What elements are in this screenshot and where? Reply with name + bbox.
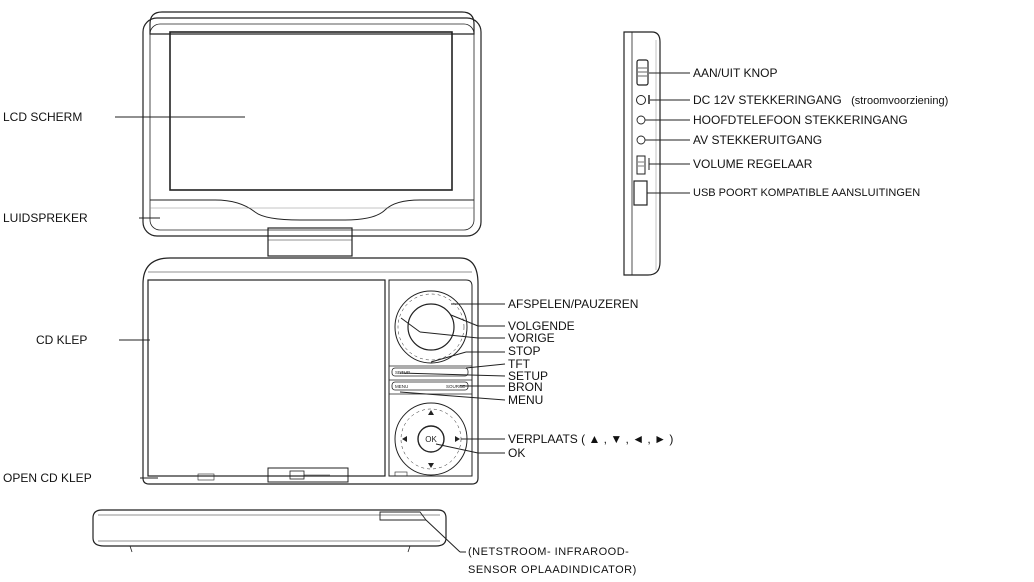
label-dc-input: DC 12V STEKKERINGANG (stroomvoorziening): [693, 94, 948, 108]
label-indicator-line1: (NETSTROOM- INFRAROOD-: [468, 546, 630, 558]
label-tft: TFT: [508, 357, 530, 371]
lcd-screen-panel: [169, 31, 453, 191]
front-view: [92, 509, 447, 553]
ok-button-text: OK: [425, 435, 437, 444]
label-av-output: AV STEKKERUITGANG: [693, 133, 823, 147]
label-open-cd-cover: OPEN CD KLEP: [3, 471, 92, 485]
cd-cover-panel: [147, 279, 386, 477]
leader-lines: [115, 72, 690, 553]
label-navigate: VERPLAATS ( ▲ , ▼ , ◄ , ► ): [508, 432, 674, 446]
label-setup: SETUP: [508, 369, 549, 383]
label-dc-input-note: (stroomvoorziening): [851, 95, 949, 107]
label-source: BRON: [508, 380, 543, 394]
label-next: VOLGENDE: [508, 319, 575, 333]
label-power-switch: AAN/UIT KNOP: [693, 66, 778, 80]
label-play-pause: AFSPELEN/PAUZEREN: [508, 297, 639, 311]
label-volume-control: VOLUME REGELAAR: [693, 157, 813, 171]
label-headphone-jack: HOOFDTELEFOON STEKKERINGANG: [693, 113, 908, 127]
label-dc-input-text: DC 12V STEKKERINGANG: [693, 93, 842, 107]
source-key-text: SOURCE: [446, 384, 465, 389]
menu-key-text: MENU: [395, 384, 408, 389]
hinge: [267, 227, 353, 257]
screen-lid: [142, 11, 482, 237]
base-unit: [142, 257, 479, 485]
label-cd-cover: CD KLEP: [36, 333, 88, 347]
label-usb-port: USB POORT KOMPATIBLE AANSLUITINGEN: [693, 187, 921, 199]
label-menu: MENU: [508, 393, 544, 407]
label-previous: VORIGE: [508, 331, 555, 345]
label-lcd-screen: LCD SCHERM: [3, 110, 83, 124]
label-speaker: LUIDSPREKER: [3, 211, 88, 225]
side-view: [623, 31, 661, 276]
label-stop: STOP: [508, 344, 541, 358]
setup-key-text: SETUP: [395, 370, 410, 375]
ok-button-circle: [417, 425, 445, 453]
label-ok: OK: [508, 446, 526, 460]
label-indicator-line2: SENSOR OPLAADINDICATOR): [468, 564, 637, 576]
